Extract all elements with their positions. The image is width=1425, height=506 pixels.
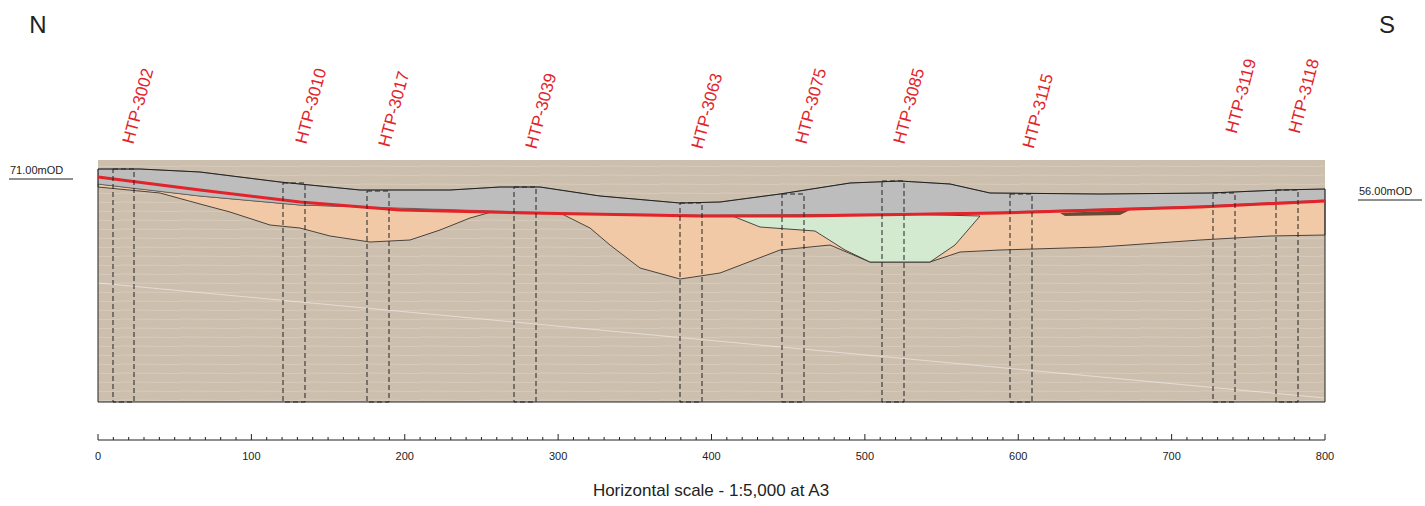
borehole-id: HTP-3039 <box>523 71 559 150</box>
borehole-id: HTP-3010 <box>293 66 329 145</box>
borehole-id: HTP-3063 <box>689 71 725 150</box>
borehole-id: HTP-3002 <box>120 66 156 145</box>
borehole-id: HTP-3115 <box>1020 72 1056 150</box>
scale-number: 800 <box>1316 451 1334 462</box>
scale-number: 0 <box>95 451 101 462</box>
borehole <box>113 169 1298 402</box>
borehole-id: HTP-3119 <box>1223 57 1259 135</box>
bedrock <box>98 160 1325 402</box>
scale-number: 400 <box>702 451 720 462</box>
datum-level: 71.00mOD <box>10 165 63 176</box>
proposed-level <box>98 177 1325 216</box>
scale-number: 600 <box>1009 451 1027 462</box>
borehole-id: HTP-3075 <box>793 66 829 145</box>
scale-number: 200 <box>396 451 414 462</box>
scale-number: 100 <box>242 451 260 462</box>
borehole-id: HTP-3017 <box>376 69 412 148</box>
scale-number: 700 <box>1162 451 1180 462</box>
compass-letter: S <box>1379 13 1395 37</box>
scale-number: 300 <box>549 451 567 462</box>
borehole-id: HTP-3118 <box>1286 57 1322 135</box>
compass-letter: N <box>29 13 46 37</box>
datum-level: 56.00mOD <box>1359 186 1412 197</box>
scale-caption: Horizontal scale - 1:5,000 at A3 <box>593 482 829 499</box>
scale-number: 500 <box>856 451 874 462</box>
made-ground <box>98 169 1325 215</box>
alluvium <box>730 214 980 262</box>
borehole-id: HTP-3085 <box>891 66 927 145</box>
